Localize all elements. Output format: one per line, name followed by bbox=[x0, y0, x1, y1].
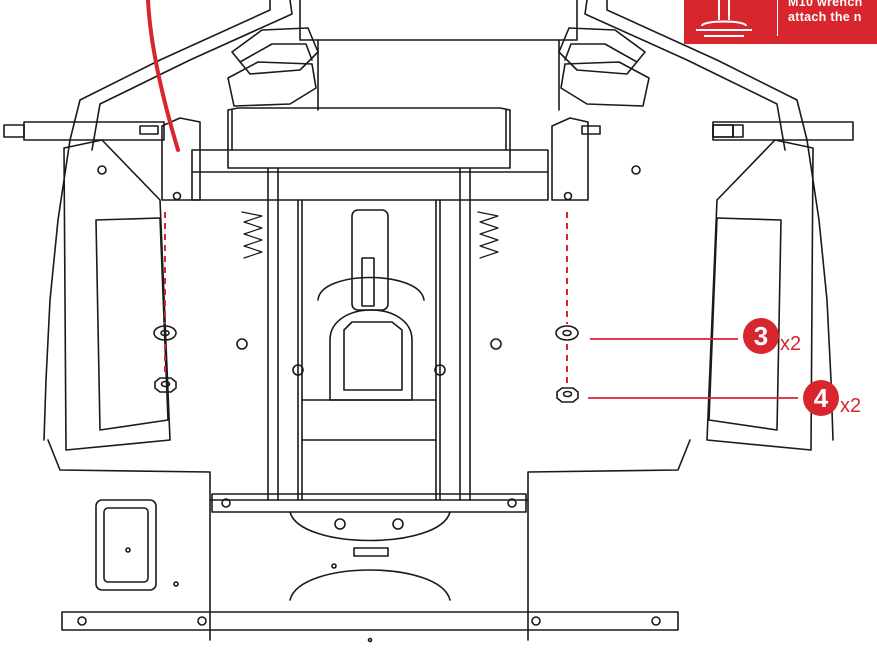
right-nut bbox=[556, 387, 579, 403]
left-bracket bbox=[161, 117, 201, 201]
left-nut bbox=[154, 377, 177, 393]
part-quantity: x2 bbox=[780, 333, 802, 355]
left-spring bbox=[241, 211, 263, 259]
seat-bolsters bbox=[227, 27, 650, 107]
upper-cross-bar bbox=[211, 493, 527, 513]
callout-washer: 3 x2 bbox=[743, 318, 801, 354]
wrench-icon bbox=[696, 0, 752, 37]
tip-line-2: attach the n bbox=[788, 10, 862, 24]
lower-cross-bar bbox=[61, 611, 679, 631]
part-number-badge: 4 bbox=[803, 380, 839, 416]
leader-lines bbox=[588, 338, 798, 399]
part-number-badge: 3 bbox=[743, 318, 779, 354]
left-side-panel bbox=[63, 139, 304, 451]
left-washer bbox=[153, 325, 177, 341]
tip-banner: M10 wrench attach the n bbox=[684, 0, 877, 44]
right-spring bbox=[477, 211, 499, 259]
center-post bbox=[317, 209, 425, 401]
right-side-panel bbox=[434, 139, 814, 451]
right-bracket bbox=[551, 117, 589, 201]
tip-divider bbox=[777, 0, 778, 36]
mounting-bar bbox=[3, 121, 854, 141]
lower-housing bbox=[47, 439, 691, 641]
tip-line-1: M10 wrench bbox=[788, 0, 863, 9]
part-quantity: x2 bbox=[840, 395, 862, 417]
callout-nut: 4 x2 bbox=[803, 380, 861, 416]
rails bbox=[267, 167, 471, 501]
right-washer bbox=[555, 325, 579, 341]
seat-base bbox=[191, 107, 549, 201]
motor-details bbox=[289, 511, 451, 643]
tip-text: M10 wrench attach the n bbox=[788, 0, 877, 25]
alignment-lines bbox=[164, 212, 568, 386]
curved-arrow bbox=[146, 0, 180, 152]
